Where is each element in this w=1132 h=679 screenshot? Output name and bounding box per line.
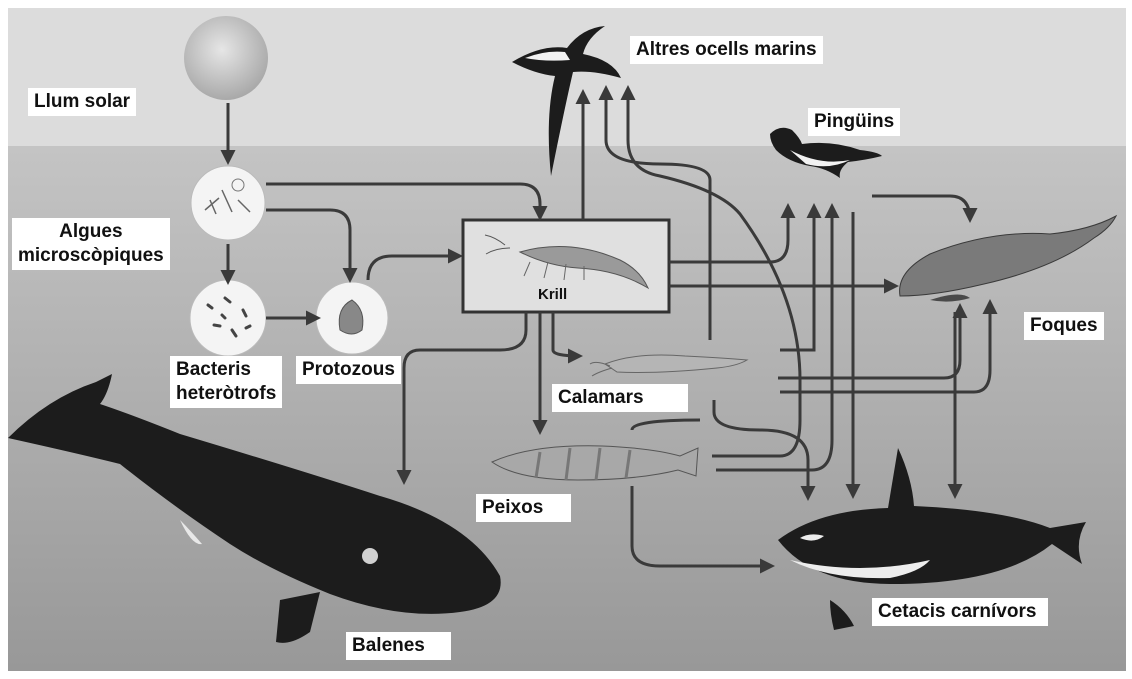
label-algae-line1: Algues xyxy=(59,221,122,242)
label-algae-line2: microscòpiques xyxy=(18,245,164,266)
label-seabirds: Altres ocells marins xyxy=(630,36,823,64)
protozoa-icon xyxy=(316,282,388,354)
label-algae: Algues microscòpiques xyxy=(12,218,170,270)
bacteria-icon xyxy=(190,280,266,356)
label-krill: Krill xyxy=(538,286,567,303)
label-penguins: Pingüins xyxy=(808,108,900,136)
label-sun: Llum solar xyxy=(28,88,136,116)
label-protozoa: Protozous xyxy=(296,356,401,384)
label-squid: Calamars xyxy=(552,384,688,412)
label-bacteria-line2: heteròtrofs xyxy=(176,383,276,404)
label-seals: Foques xyxy=(1024,312,1104,340)
label-bacteria: Bacteris heteròtrofs xyxy=(170,356,282,408)
label-bacteria-line1: Bacteris xyxy=(176,359,251,380)
label-fish: Peixos xyxy=(476,494,571,522)
sun-icon xyxy=(184,16,268,100)
algae-icon xyxy=(191,166,265,240)
label-whales: Balenes xyxy=(346,632,451,660)
label-orcas: Cetacis carnívors xyxy=(872,598,1048,626)
